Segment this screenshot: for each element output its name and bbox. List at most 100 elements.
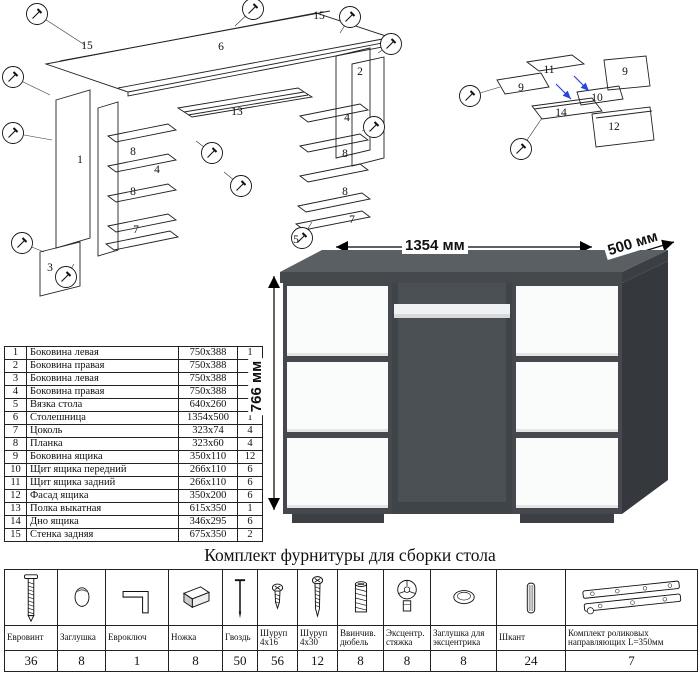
- desk-3d-canvas: [268, 239, 675, 523]
- parts-cell-name: Цоколь: [26, 424, 179, 438]
- hardware-item-name: Евроключ: [106, 625, 168, 651]
- parts-cell-name: Щит ящика задний: [26, 476, 179, 490]
- hardware-item-qty: 24: [524, 653, 538, 668]
- left-drawer-fronts: [287, 286, 388, 508]
- cam-cap-icon: [431, 570, 496, 625]
- foot-icon: [169, 570, 222, 625]
- parts-cell-qty: 4: [237, 424, 263, 438]
- parts-cell-size: 323x60: [178, 437, 238, 451]
- hexkey-icon: [106, 570, 168, 625]
- parts-cell-qty: 2: [237, 528, 263, 542]
- desk-3d: [280, 250, 668, 523]
- hardware-item: Евровинт 36: [5, 570, 58, 671]
- parts-cell-size: 346x295: [178, 515, 238, 529]
- wood-dowel-icon: [497, 570, 565, 625]
- cap-icon: [58, 570, 105, 625]
- hardware-item-qty: 12: [311, 653, 324, 668]
- hardware-item-qty: 50: [233, 653, 247, 668]
- parts-cell-name: Полка выкатная: [26, 502, 179, 516]
- roller-guides-icon: [566, 570, 697, 625]
- exploded-diagram-right: [496, 54, 655, 148]
- hardware-item-name: Шуруп 4x16: [258, 625, 297, 651]
- hardware-item-qty: 1: [133, 653, 141, 668]
- parts-cell-num: 15: [4, 528, 27, 542]
- parts-cell-size: 350x200: [178, 489, 238, 503]
- parts-cell-num: 1: [4, 346, 27, 360]
- screw-long-icon: [298, 570, 337, 625]
- parts-cell-name: Фасад ящика: [26, 489, 179, 503]
- parts-cell-num: 12: [4, 489, 27, 503]
- parts-cell-num: 10: [4, 463, 27, 477]
- hardware-item: Шуруп 4x30 12: [298, 570, 338, 671]
- parts-cell-name: Боковина правая: [26, 385, 179, 399]
- height-dimension-label: 766 мм: [248, 357, 266, 416]
- parts-cell-name: Стенка задняя: [26, 528, 179, 542]
- parts-cell-num: 3: [4, 372, 27, 386]
- parts-cell-num: 5: [4, 398, 27, 412]
- parts-cell-num: 6: [4, 411, 27, 425]
- hardware-item-name: Евровинт: [5, 625, 57, 651]
- parts-cell-size: 1354x500: [178, 411, 238, 425]
- screw-small-icon: [258, 570, 297, 625]
- parts-cell-name: Планка: [26, 437, 179, 451]
- eurovint-icon: [5, 570, 57, 625]
- hardware-item-qty: 8: [460, 653, 467, 668]
- hardware-item-name: Шуруп 4x30: [298, 625, 337, 651]
- cam-lock-icon: [384, 570, 430, 625]
- parts-cell-name: Боковина левая: [26, 372, 179, 386]
- hardware-item-name: Эксцентр. стяжка: [384, 625, 430, 651]
- hardware-item-name: Ножка: [169, 625, 222, 651]
- parts-cell-size: 640x260: [178, 398, 238, 412]
- hardware-item-name: Заглушка: [58, 625, 105, 651]
- hardware-kit-title: Комплект фурнитуры для сборки стола: [204, 545, 496, 565]
- hardware-item-name: Гвоздь: [223, 625, 257, 651]
- parts-cell-num: 8: [4, 437, 27, 451]
- parts-cell-name: Вязка стола: [26, 398, 179, 412]
- hardware-item: Эксцентр. стяжка 8: [384, 570, 431, 671]
- hardware-item: Гвоздь 50: [223, 570, 258, 671]
- parts-cell-num: 2: [4, 359, 27, 373]
- parts-cell-name: Боковина левая: [26, 346, 179, 360]
- parts-cell-num: 11: [4, 476, 27, 490]
- parts-cell-name: Дно ящика: [26, 515, 179, 529]
- nail-icon: [223, 570, 257, 625]
- parts-cell-num: 7: [4, 424, 27, 438]
- parts-cell-size: 750x388: [178, 372, 238, 386]
- parts-cell-size: 615x350: [178, 502, 238, 516]
- hardware-item-qty: 8: [357, 653, 364, 668]
- keyboard-tray: [394, 304, 510, 314]
- hardware-item-name: Комплект роликовых направляющих L=350мм: [566, 625, 697, 651]
- exploded-diagram-canvas: [1, 0, 655, 297]
- hardware-item-qty: 36: [24, 653, 38, 668]
- hardware-item: Комплект роликовых направляющих L=350мм 7: [566, 570, 697, 671]
- shelf-outline: [176, 87, 314, 118]
- hardware-item-qty: 7: [628, 653, 635, 668]
- parts-cell-size: 266x110: [178, 463, 238, 477]
- parts-cell-name: Боковина правая: [26, 359, 179, 373]
- parts-cell-num: 14: [4, 515, 27, 529]
- hardware-item-qty: 8: [403, 653, 411, 668]
- right-drawer-fronts: [516, 286, 618, 508]
